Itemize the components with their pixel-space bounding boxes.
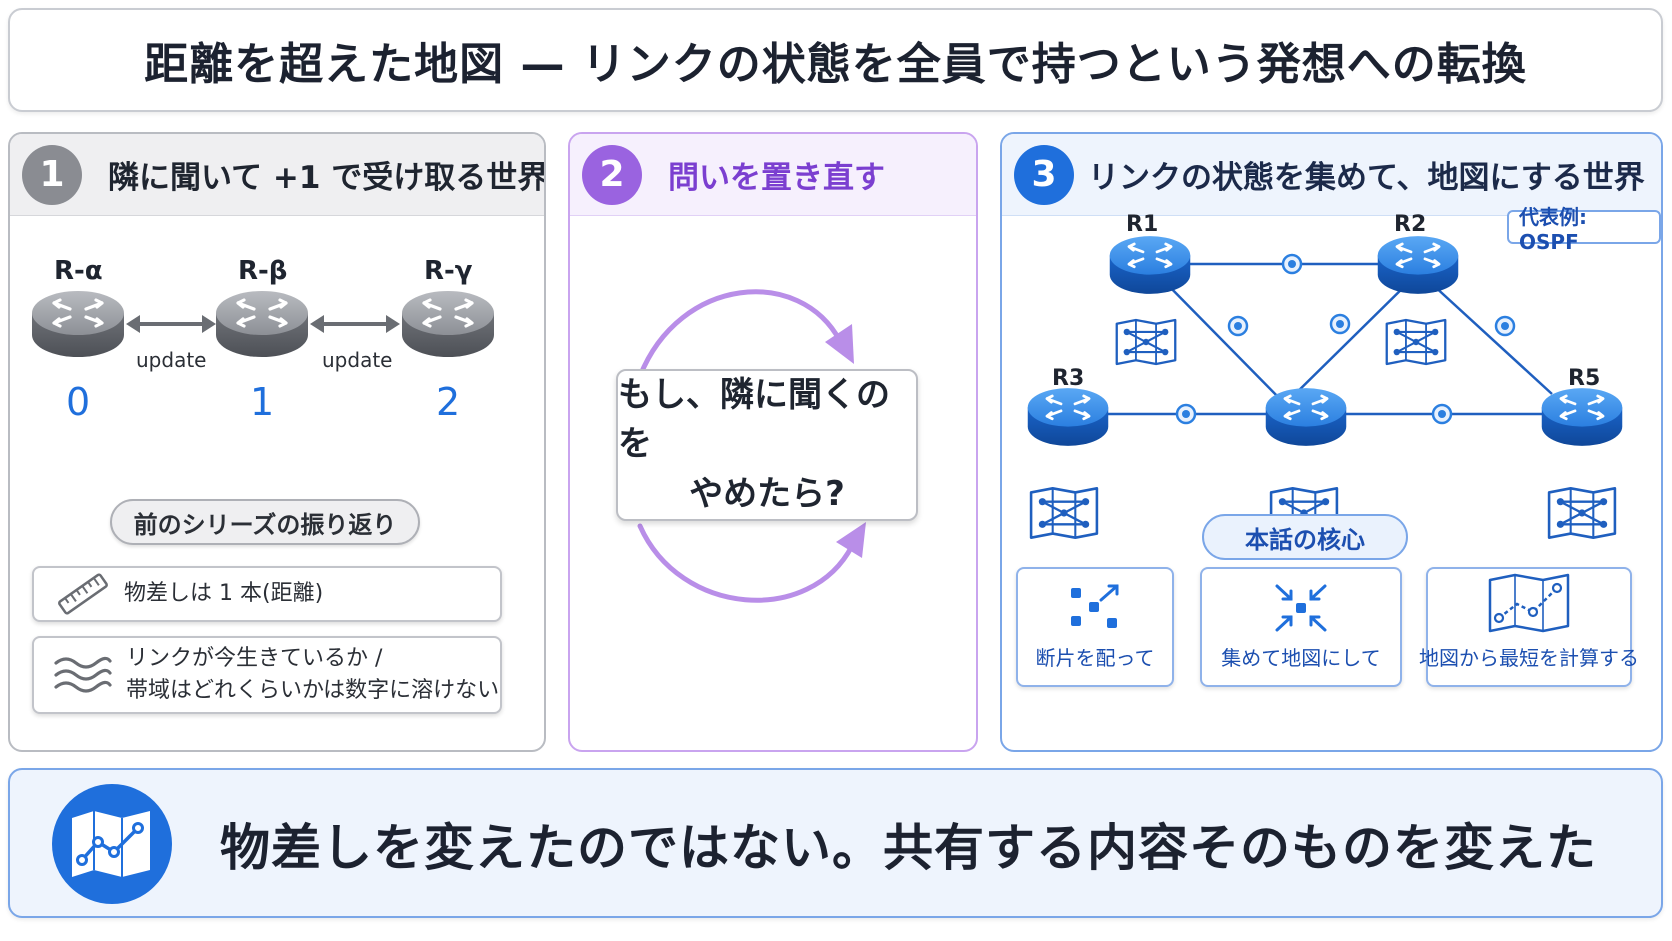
map-icon — [1114, 318, 1178, 366]
limitation-box: リンクが今生きているか / 帯域はどれくらいかは数字に溶けない — [32, 636, 502, 714]
core-card: 地図から最短を計算する — [1419, 567, 1639, 687]
topology-links — [1062, 253, 1557, 425]
limitation-line: 帯域はどれくらいかは数字に溶けない — [126, 678, 500, 703]
update-label: update — [322, 348, 393, 372]
limitation-box: 物差しは 1 本(距離) — [32, 566, 502, 622]
scatter-icon — [1071, 584, 1119, 628]
router-icon — [30, 289, 126, 359]
panel2-number-badge: 2 — [582, 144, 642, 205]
router-label: R5 — [1568, 366, 1601, 391]
core-pill: 本話の核心 — [1202, 514, 1408, 560]
router-label: R1 — [1126, 212, 1159, 237]
router-icon — [1376, 234, 1460, 296]
update-label: update — [136, 348, 207, 372]
router-icon — [214, 289, 310, 359]
hop-count: 0 — [66, 380, 91, 424]
router-icon — [400, 289, 496, 359]
router-label: R-γ — [424, 256, 473, 286]
ruler-icon — [58, 573, 108, 615]
conclusion-banner: 物差しを変えたのではない。共有する内容そのものを変えた — [8, 768, 1663, 918]
gather-icon — [1275, 584, 1327, 632]
panel3-number-badge: 3 — [1014, 144, 1074, 205]
recap-pill: 前のシリーズの振り返り — [110, 499, 420, 545]
double-arrow-icon — [126, 315, 216, 333]
core-card: 集めて地図にして — [1200, 567, 1402, 687]
hop-count: 1 — [250, 380, 275, 424]
panel3-title: リンクの状態を集めて、地図にする世界 — [1088, 160, 1645, 196]
question-card: もし、隣に聞くのを やめたら? — [616, 369, 918, 521]
core-card: 断片を配って — [1016, 567, 1174, 687]
double-arrow-icon — [310, 315, 400, 333]
router-label: R-β — [238, 256, 288, 286]
question-line: やめたら? — [689, 473, 845, 514]
map-icon — [1384, 318, 1448, 366]
panel2-title: 問いを置き直す — [668, 160, 885, 196]
router-label: R-α — [54, 256, 103, 286]
router-icon — [1540, 386, 1624, 448]
question-line: もし、隣に聞くのを — [618, 375, 890, 465]
panel-link-state: 3 リンクの状態を集めて、地図にする世界 代表例: OSPF R1 R2 R3 … — [1000, 132, 1663, 752]
router-label: R3 — [1052, 366, 1085, 391]
map-icon — [1028, 486, 1100, 540]
limitation-text: 物差しは 1 本(距離) — [124, 581, 324, 607]
router-icon — [1264, 386, 1348, 448]
hop-count: 2 — [436, 380, 461, 424]
router-icon — [1026, 386, 1110, 448]
conclusion-message: 物差しを変えたのではない。共有する内容そのものを変えた — [220, 819, 1597, 877]
router-icon — [1108, 234, 1192, 296]
cycle-arrows-icon — [637, 289, 866, 603]
wave-icon — [54, 656, 112, 693]
panel-distance-vector: 1 隣に聞いて +1 で受け取る世界 R-α R-β R-γ update up… — [8, 132, 546, 752]
panel3-header: 3 リンクの状態を集めて、地図にする世界 — [1002, 134, 1661, 216]
panel2-header: 2 問いを置き直す — [570, 134, 976, 216]
panel1-header: 1 隣に聞いて +1 で受け取る世界 — [10, 134, 544, 216]
panel1-number-badge: 1 — [22, 144, 82, 205]
panel1-title: 隣に聞いて +1 で受け取る世界 — [108, 160, 546, 196]
router-label: R2 — [1394, 212, 1427, 237]
core-card-label: 断片を配って — [1035, 646, 1155, 670]
map-icon — [1546, 486, 1618, 540]
limitation-text: リンクが今生きているか / 帯域はどれくらいかは数字に溶けない — [126, 643, 499, 707]
title-banner: 距離を超えた地図 — リンクの状態を全員で持つという発想への転換 — [8, 8, 1663, 112]
map-icon — [52, 784, 172, 904]
limitation-line: リンクが今生きているか / — [126, 646, 383, 672]
core-card-label: 集めて地図にして — [1221, 646, 1381, 670]
map-route-icon — [1488, 573, 1570, 633]
core-card-label: 地図から最短を計算する — [1419, 646, 1639, 670]
page-title: 距離を超えた地図 — リンクの状態を全員で持つという発想への転換 — [144, 39, 1527, 90]
panel-question: 2 問いを置き直す もし、隣に聞くのを やめたら? — [568, 132, 978, 752]
